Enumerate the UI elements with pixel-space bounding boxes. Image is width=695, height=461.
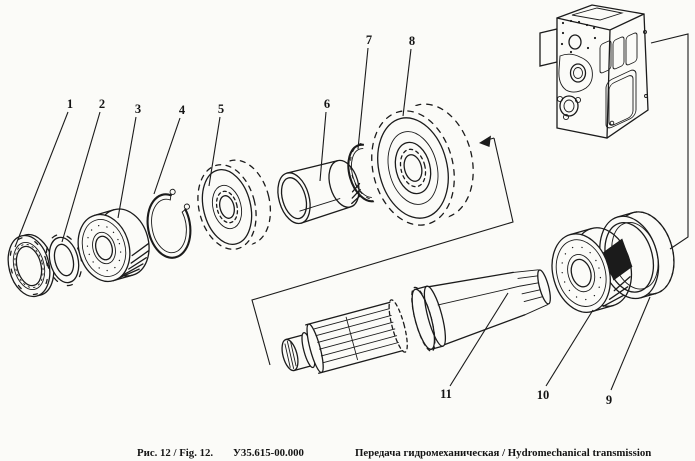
retaining-ring: [146, 188, 192, 259]
splined-shaft: [281, 269, 551, 374]
spline-bore: [215, 190, 239, 224]
figure-caption: Рис. 12 / Fig. 12. У35.615-00.000 Переда…: [137, 447, 651, 459]
large-gear: [362, 103, 474, 234]
shaft-rear-splines: [512, 269, 549, 316]
ball-bearing-front: [77, 208, 150, 283]
spline-bore: [399, 148, 427, 188]
gear-teeth: [197, 164, 257, 250]
bearing-balls: [561, 246, 602, 301]
transmission-housing: [539, 4, 649, 139]
ball-bearing-rear: [551, 227, 633, 313]
assembly-connector-gear: [251, 135, 514, 366]
splined-pinion: [193, 159, 272, 255]
callout-7: 7: [366, 33, 372, 47]
housing-port-flange: [556, 95, 582, 121]
callout-3: 3: [135, 102, 141, 116]
callout-6: 6: [324, 97, 330, 111]
callout-8: 8: [409, 34, 415, 48]
shaft-splines: [313, 308, 399, 364]
bearing-balls: [86, 224, 122, 272]
slotted-round-nut: [7, 233, 55, 298]
spacer-sleeve: [277, 159, 361, 225]
figure-reference: Рис. 12 / Fig. 12.: [137, 447, 213, 459]
callout-5: 5: [218, 102, 224, 116]
callout-2: 2: [99, 97, 105, 111]
housing-bolt-holes: [560, 19, 597, 54]
shaft-collar: [411, 285, 447, 352]
callout-10: 10: [537, 388, 550, 402]
callout-11: 11: [440, 387, 452, 401]
gear-teeth: [371, 110, 455, 226]
tab-lock-washer: [45, 233, 83, 287]
drawing-code: У35.615-00.000: [233, 447, 304, 459]
callout-4: 4: [179, 103, 186, 117]
bearing-shadow: [603, 238, 633, 281]
callout-labels: 1 2 3 4 5 6 7 8 9 10 11: [67, 33, 612, 407]
callout-1: 1: [67, 97, 73, 111]
leader-lines: [14, 47, 651, 391]
assembly-connector-housing: [650, 33, 689, 250]
figure-title: Передача гидромеханическая / Hydromechan…: [355, 447, 651, 459]
callout-9: 9: [606, 393, 612, 407]
